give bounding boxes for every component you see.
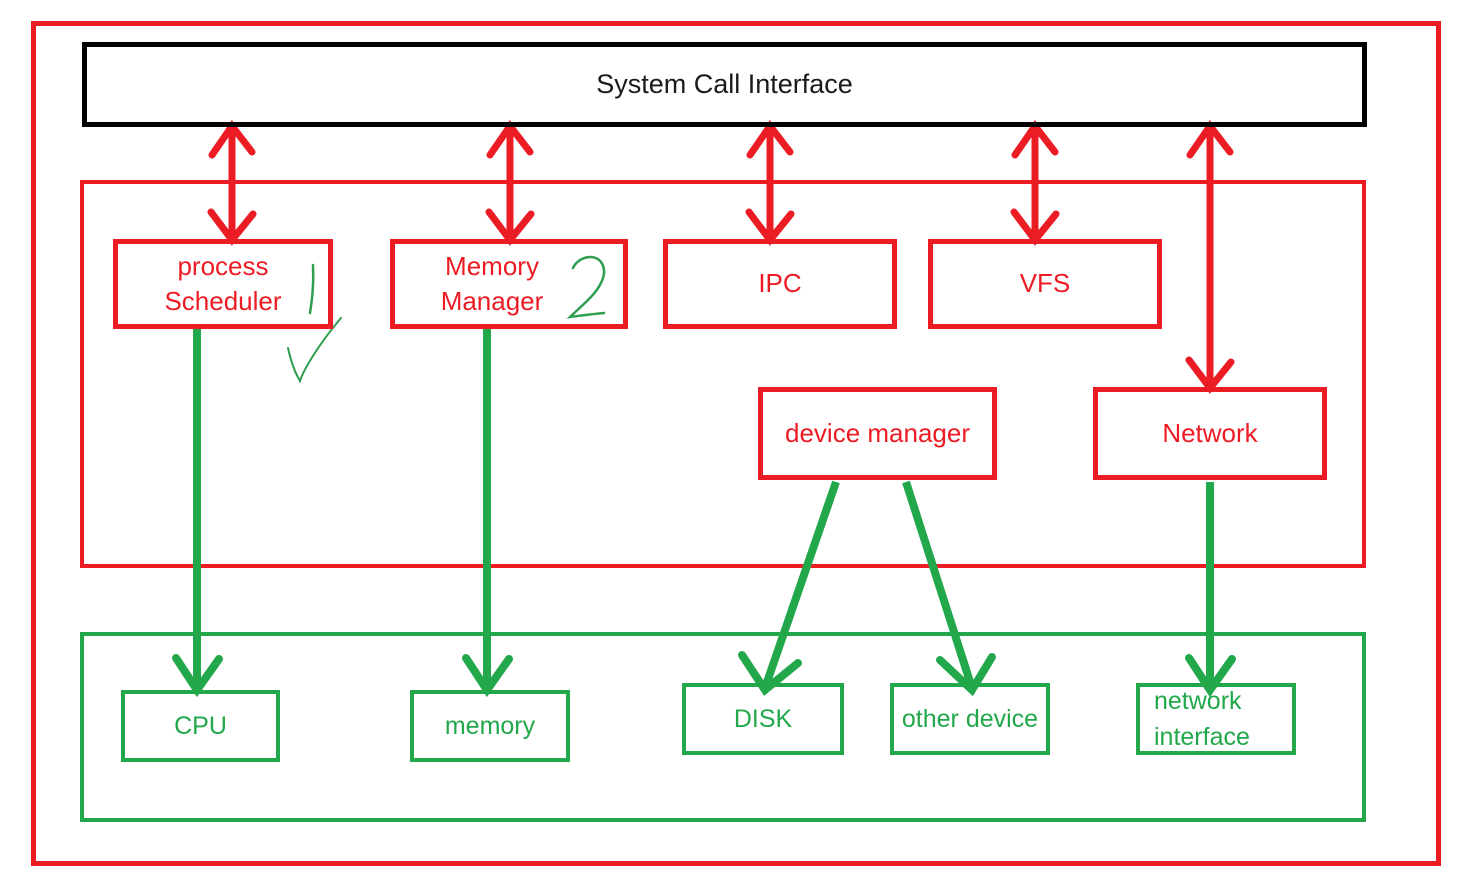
hardware-layer-frame <box>80 632 1366 822</box>
memory-label: memory <box>444 711 536 740</box>
network-label: Network <box>1162 417 1258 448</box>
network-interface-label-line2: interface <box>1154 723 1250 752</box>
box-network-interface[interactable]: network interface <box>1136 683 1296 755</box>
system-call-interface-box[interactable]: System Call Interface <box>82 42 1367 127</box>
process-scheduler-label-line2: Scheduler <box>164 286 282 316</box>
box-memory-manager[interactable]: Memory Manager <box>390 239 628 329</box>
box-cpu[interactable]: CPU <box>121 690 280 762</box>
process-scheduler-label-line1: process <box>177 250 269 281</box>
system-boundary-frame <box>31 21 1441 866</box>
box-process-scheduler[interactable]: process Scheduler <box>113 239 333 329</box>
ipc-label: IPC <box>758 268 802 299</box>
cpu-label: CPU <box>174 711 227 740</box>
box-network[interactable]: Network <box>1093 387 1327 480</box>
vfs-label: VFS <box>1019 268 1071 299</box>
kernel-layer-frame <box>80 180 1366 568</box>
device-manager-label: device manager <box>785 417 970 448</box>
memory-manager-label-line2: Manager <box>440 286 544 316</box>
network-interface-label-line1: network <box>1154 687 1242 715</box>
box-ipc[interactable]: IPC <box>663 239 897 329</box>
box-other-device[interactable]: other device <box>890 683 1050 755</box>
memory-manager-label-line1: Memory <box>445 250 539 281</box>
box-device-manager[interactable]: device manager <box>758 387 997 480</box>
disk-label: DISK <box>733 704 793 733</box>
system-call-interface-label: System Call Interface <box>596 69 853 99</box>
box-vfs[interactable]: VFS <box>928 239 1162 329</box>
other-device-label: other device <box>901 704 1039 733</box>
box-disk[interactable]: DISK <box>682 683 844 755</box>
box-memory[interactable]: memory <box>410 690 570 762</box>
